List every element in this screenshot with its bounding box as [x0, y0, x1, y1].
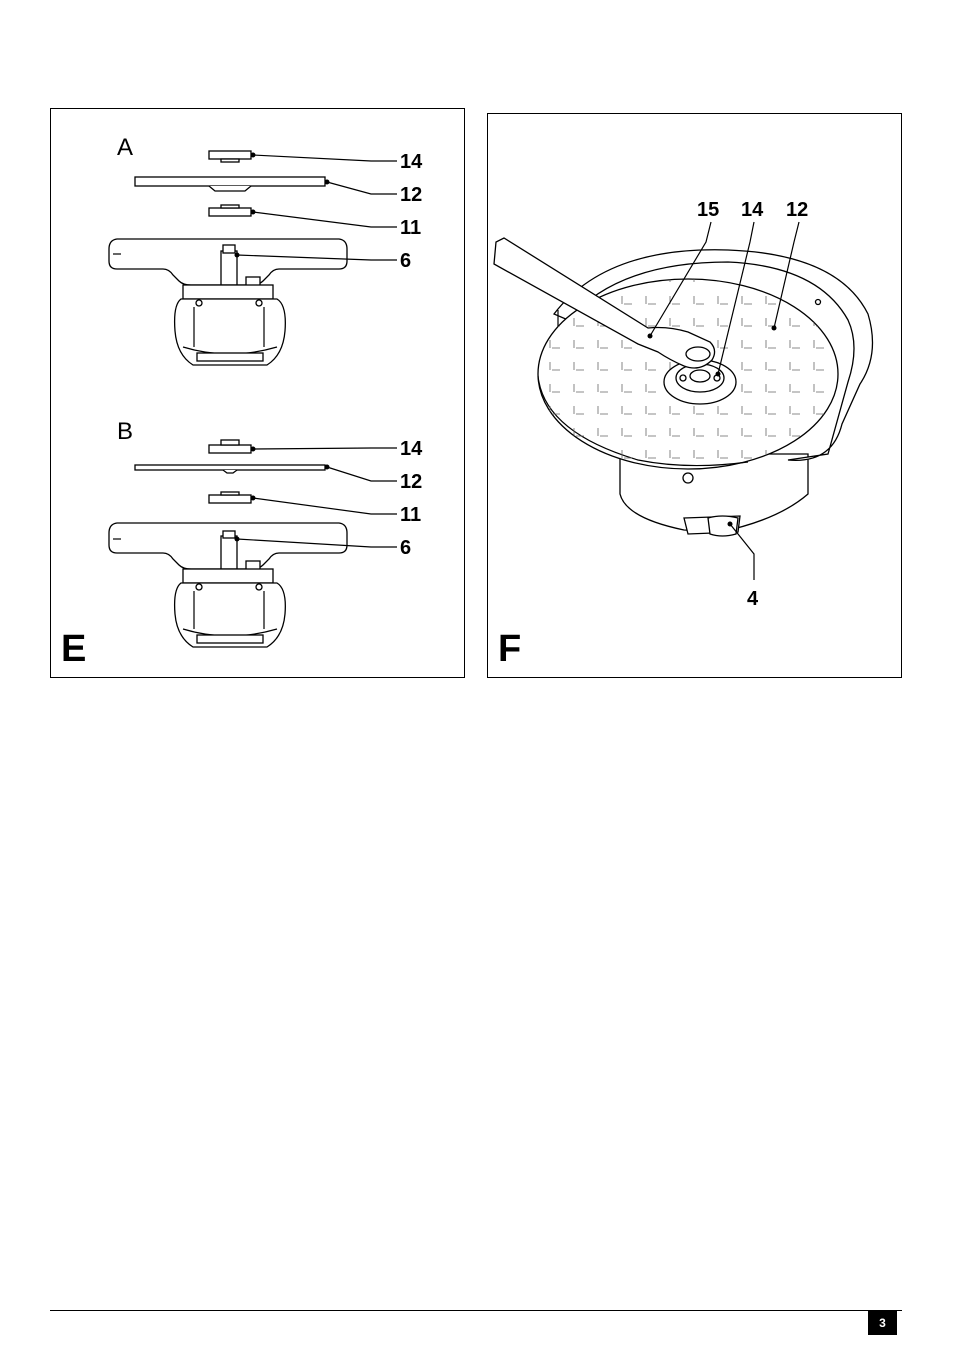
- a-callout-11: 11: [400, 217, 421, 239]
- b-callout-6: 6: [400, 537, 411, 559]
- b-callout-12: 12: [400, 471, 422, 493]
- b-inner-flange: [209, 492, 251, 503]
- a-grinding-disc: [135, 177, 325, 191]
- page-number: 3: [868, 1311, 897, 1335]
- b-cutting-disc: [135, 465, 325, 473]
- a-outer-flange: [209, 151, 251, 162]
- a-callout-6: 6: [400, 250, 411, 272]
- subfigure-a-label: A: [117, 134, 133, 161]
- figure-f-panel: 15 14 12 4 F: [487, 113, 902, 678]
- figure-e-drawing: A: [51, 109, 464, 677]
- b-callout-14: 14: [400, 438, 423, 460]
- figure-e-label: E: [61, 628, 86, 670]
- f-callout-14: 14: [741, 199, 764, 221]
- figure-e-panel: A: [50, 108, 465, 678]
- b-outer-flange: [209, 440, 251, 453]
- figure-f-drawing: 15 14 12 4 F: [488, 114, 901, 677]
- footer-rule: [50, 1310, 902, 1311]
- a-callout-12: 12: [400, 184, 422, 206]
- a-callout-14: 14: [400, 151, 423, 173]
- figure-f-label: F: [498, 628, 521, 670]
- b-tool-head: [109, 523, 347, 647]
- f-callout-4: 4: [747, 588, 759, 610]
- a-inner-flange: [209, 205, 251, 216]
- b-callout-11: 11: [400, 504, 421, 526]
- subfigure-b-label: B: [117, 418, 133, 445]
- f-callout-12: 12: [786, 199, 808, 221]
- f-callout-15: 15: [697, 199, 719, 221]
